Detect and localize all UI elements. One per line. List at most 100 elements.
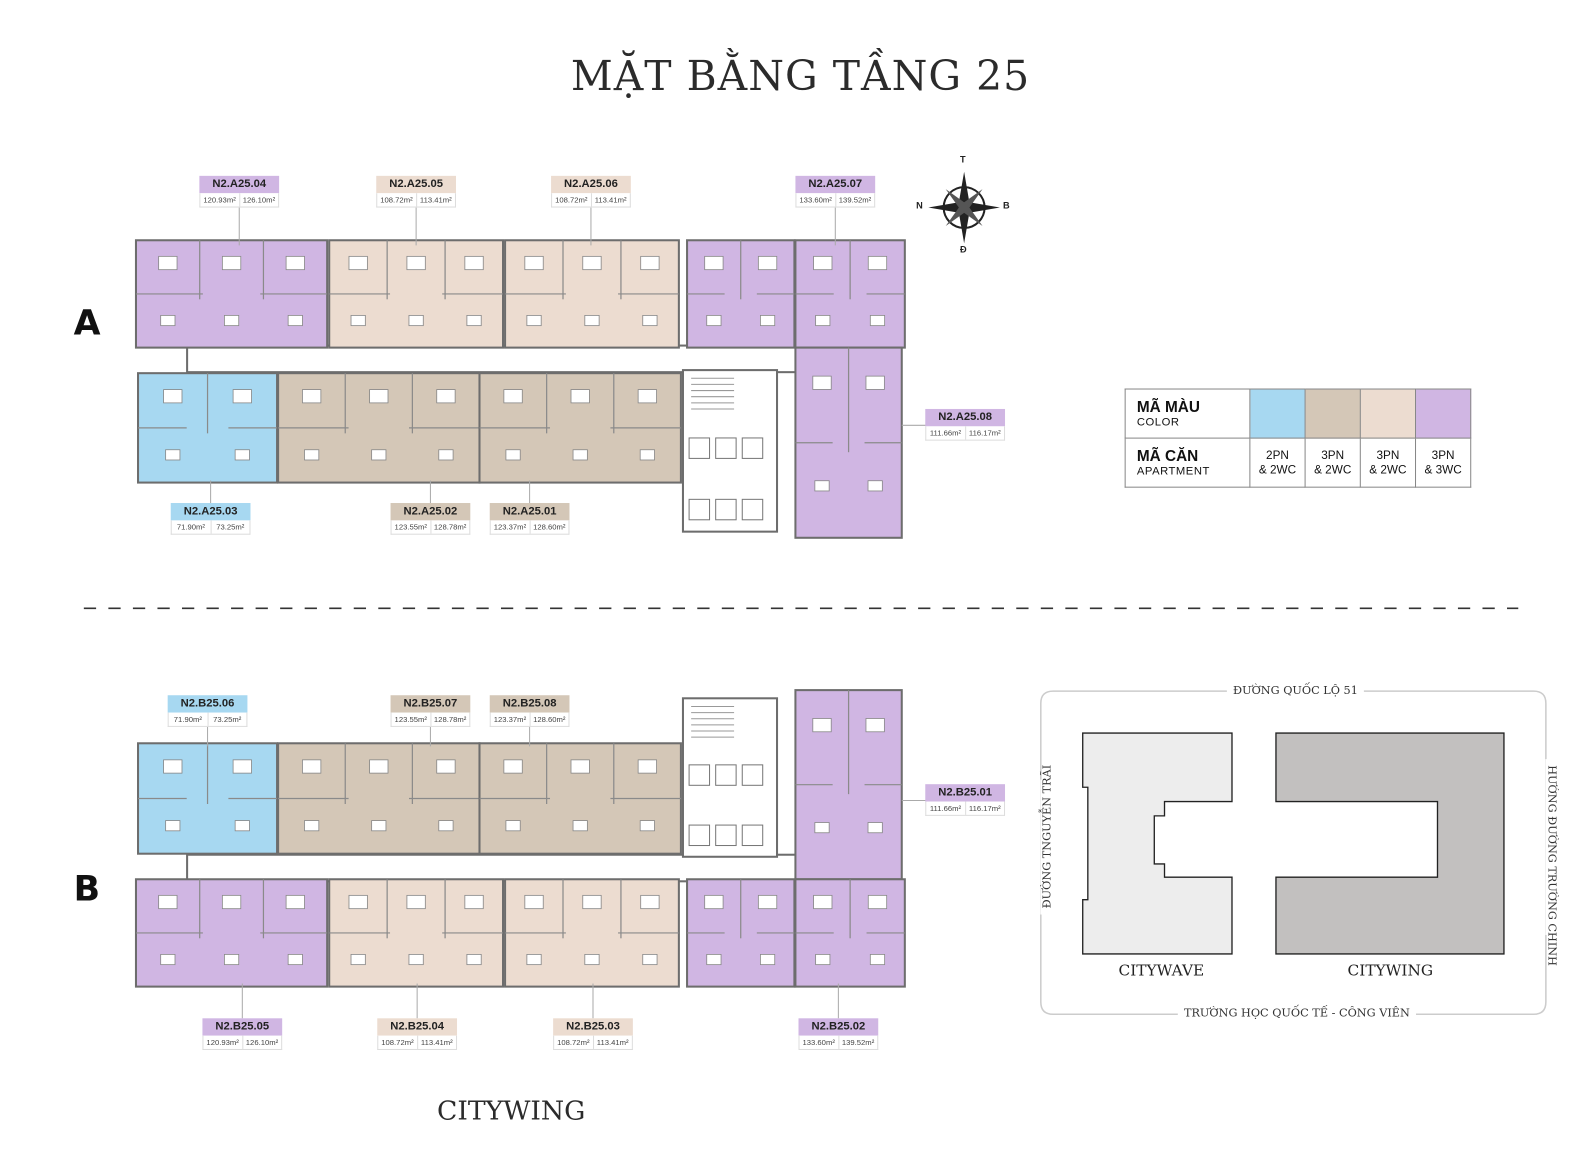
furniture-icon <box>234 449 250 461</box>
unit-name: N2.A25.04 <box>199 175 280 194</box>
building-b-letter: B <box>73 869 101 910</box>
citywave-label: CITYWAVE <box>1118 961 1205 980</box>
elevator-icon <box>715 437 737 459</box>
bed-icon <box>163 759 183 774</box>
elevator-icon <box>715 824 737 847</box>
legend-swatch-3pn-2wc-light <box>1359 388 1417 439</box>
furniture-icon <box>505 449 521 461</box>
furniture-icon <box>438 449 454 461</box>
legend-apt-label: MÃ CĂN <box>1136 447 1199 466</box>
elevator-icon <box>741 824 764 847</box>
bed-icon <box>221 255 242 271</box>
bed-icon <box>524 255 544 271</box>
elevator-icon <box>715 764 737 786</box>
unit-area-2: 128.60m² <box>529 520 568 534</box>
site-south-label: TRƯỜNG HỌC QUỐC TẾ - CÔNG VIÊN <box>1177 1006 1416 1020</box>
furniture-icon <box>706 954 722 966</box>
unit-name: N2.B25.01 <box>925 784 1006 802</box>
bed-icon <box>813 255 833 271</box>
furniture-icon <box>760 315 776 327</box>
project-name: CITYWING <box>436 1096 586 1127</box>
corridor-a <box>186 344 802 374</box>
legend-color-sub: COLOR <box>1136 416 1180 429</box>
bed-icon <box>221 894 242 910</box>
citywave-footprint <box>1082 732 1233 955</box>
unit-name: N2.A25.06 <box>551 175 631 194</box>
unit-area-1: 123.37m² <box>493 714 527 724</box>
furniture-icon <box>371 820 387 832</box>
bed-icon <box>285 255 305 271</box>
unit-area-1: 111.66m² <box>929 803 962 813</box>
elevator-icon <box>688 498 711 521</box>
unit-area-2: 73.25m² <box>207 712 246 726</box>
bed-icon <box>464 894 484 910</box>
furniture-icon <box>165 449 181 461</box>
furniture-icon <box>584 315 600 327</box>
furniture-icon <box>165 820 181 832</box>
unit-area-1: 120.93m² <box>206 1037 239 1047</box>
unit-name: N2.B25.05 <box>202 1018 283 1036</box>
furniture-icon <box>526 954 542 966</box>
legend-apt-sub: APARTMENT <box>1136 465 1210 478</box>
unit-area-2: 73.25m² <box>210 520 249 534</box>
unit-area-2: 128.60m² <box>529 712 568 726</box>
elevator-icon <box>741 498 764 521</box>
compass-top-label: T <box>960 154 966 165</box>
bed-icon <box>865 718 885 733</box>
furniture-icon <box>814 822 830 834</box>
unit-area-1: 108.72m² <box>557 1037 590 1047</box>
bed-icon <box>640 894 660 910</box>
unit-area-1: 71.90m² <box>176 522 205 532</box>
unit-area-2: 113.41m² <box>592 1035 631 1049</box>
unit-area-1: 133.60m² <box>802 1037 835 1047</box>
elevator-icon <box>688 437 711 459</box>
bed-icon <box>812 375 832 390</box>
furniture-icon <box>526 315 542 327</box>
furniture-icon <box>466 954 482 966</box>
unit-name: N2.A25.08 <box>925 408 1006 427</box>
compass-east-label: B <box>1002 200 1010 211</box>
unit-name: N2.A25.01 <box>489 503 570 521</box>
citywing-label: CITYWING <box>1347 961 1434 980</box>
bed-icon <box>232 759 252 774</box>
citywing-footprint <box>1275 732 1505 955</box>
furniture-icon <box>867 480 883 492</box>
furniture-icon <box>304 449 320 461</box>
unit-area-2: 139.52m² <box>837 1035 877 1049</box>
furniture-icon <box>572 449 588 461</box>
bed-icon <box>637 389 657 404</box>
unit-area-2: 139.52m² <box>834 193 874 207</box>
compass-diag <box>945 189 983 226</box>
bed-icon <box>524 894 544 910</box>
site-north-road: ĐƯỜNG QUỐC LỘ 51 <box>1226 683 1365 698</box>
furniture-icon <box>867 822 883 834</box>
bed-icon <box>348 894 368 910</box>
furniture-icon <box>438 820 454 832</box>
unit-name: N2.A25.05 <box>376 175 456 194</box>
furniture-icon <box>869 954 886 966</box>
site-east-road: HƯỚNG ĐƯỜNG TRƯỜNG CHINH <box>1545 759 1559 966</box>
